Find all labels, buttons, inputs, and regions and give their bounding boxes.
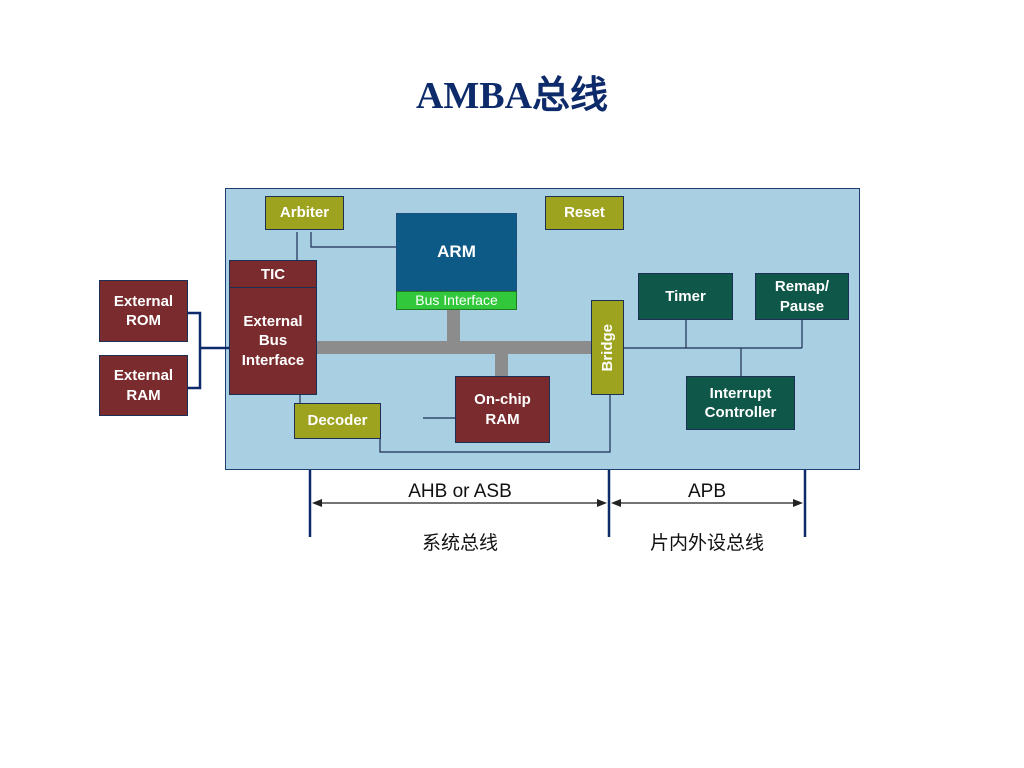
bridge-label: Bridge [598,323,616,372]
bridge-block: Bridge [591,300,624,395]
external-ram-block: External RAM [99,355,188,416]
timer-block: Timer [638,273,733,320]
decoder-bridge-line [379,395,611,453]
main-bus-bar [316,341,592,354]
external-bus-interface-block: External Bus Interface [229,287,317,395]
ram-bus-stub [495,353,508,377]
arbiter-block: Arbiter [265,196,344,230]
system-bus-cn-label: 系统总线 [421,533,498,554]
remap-pause-block: Remap/ Pause [755,273,849,320]
arm-block: ARM [396,213,517,291]
external-rom-block: External ROM [99,280,188,342]
arbiter-arm-line [310,232,396,248]
tic-block: TIC [229,260,317,289]
page-title: AMBA总线 [415,75,609,117]
on-chip-ram-block: On-chip RAM [455,376,550,443]
reset-block: Reset [545,196,624,230]
bus-interface-block: Bus Interface [396,291,517,310]
ext-mem-bracket [188,311,202,390]
system-bus-label: AHB or ASB [408,481,512,502]
peripheral-bus-label: APB [687,481,727,502]
arm-bus-stub [447,309,460,342]
peripheral-bus-cn-label: 片内外设总线 [649,533,764,554]
decoder-block: Decoder [294,403,381,439]
interrupt-controller-block: Interrupt Controller [686,376,795,430]
